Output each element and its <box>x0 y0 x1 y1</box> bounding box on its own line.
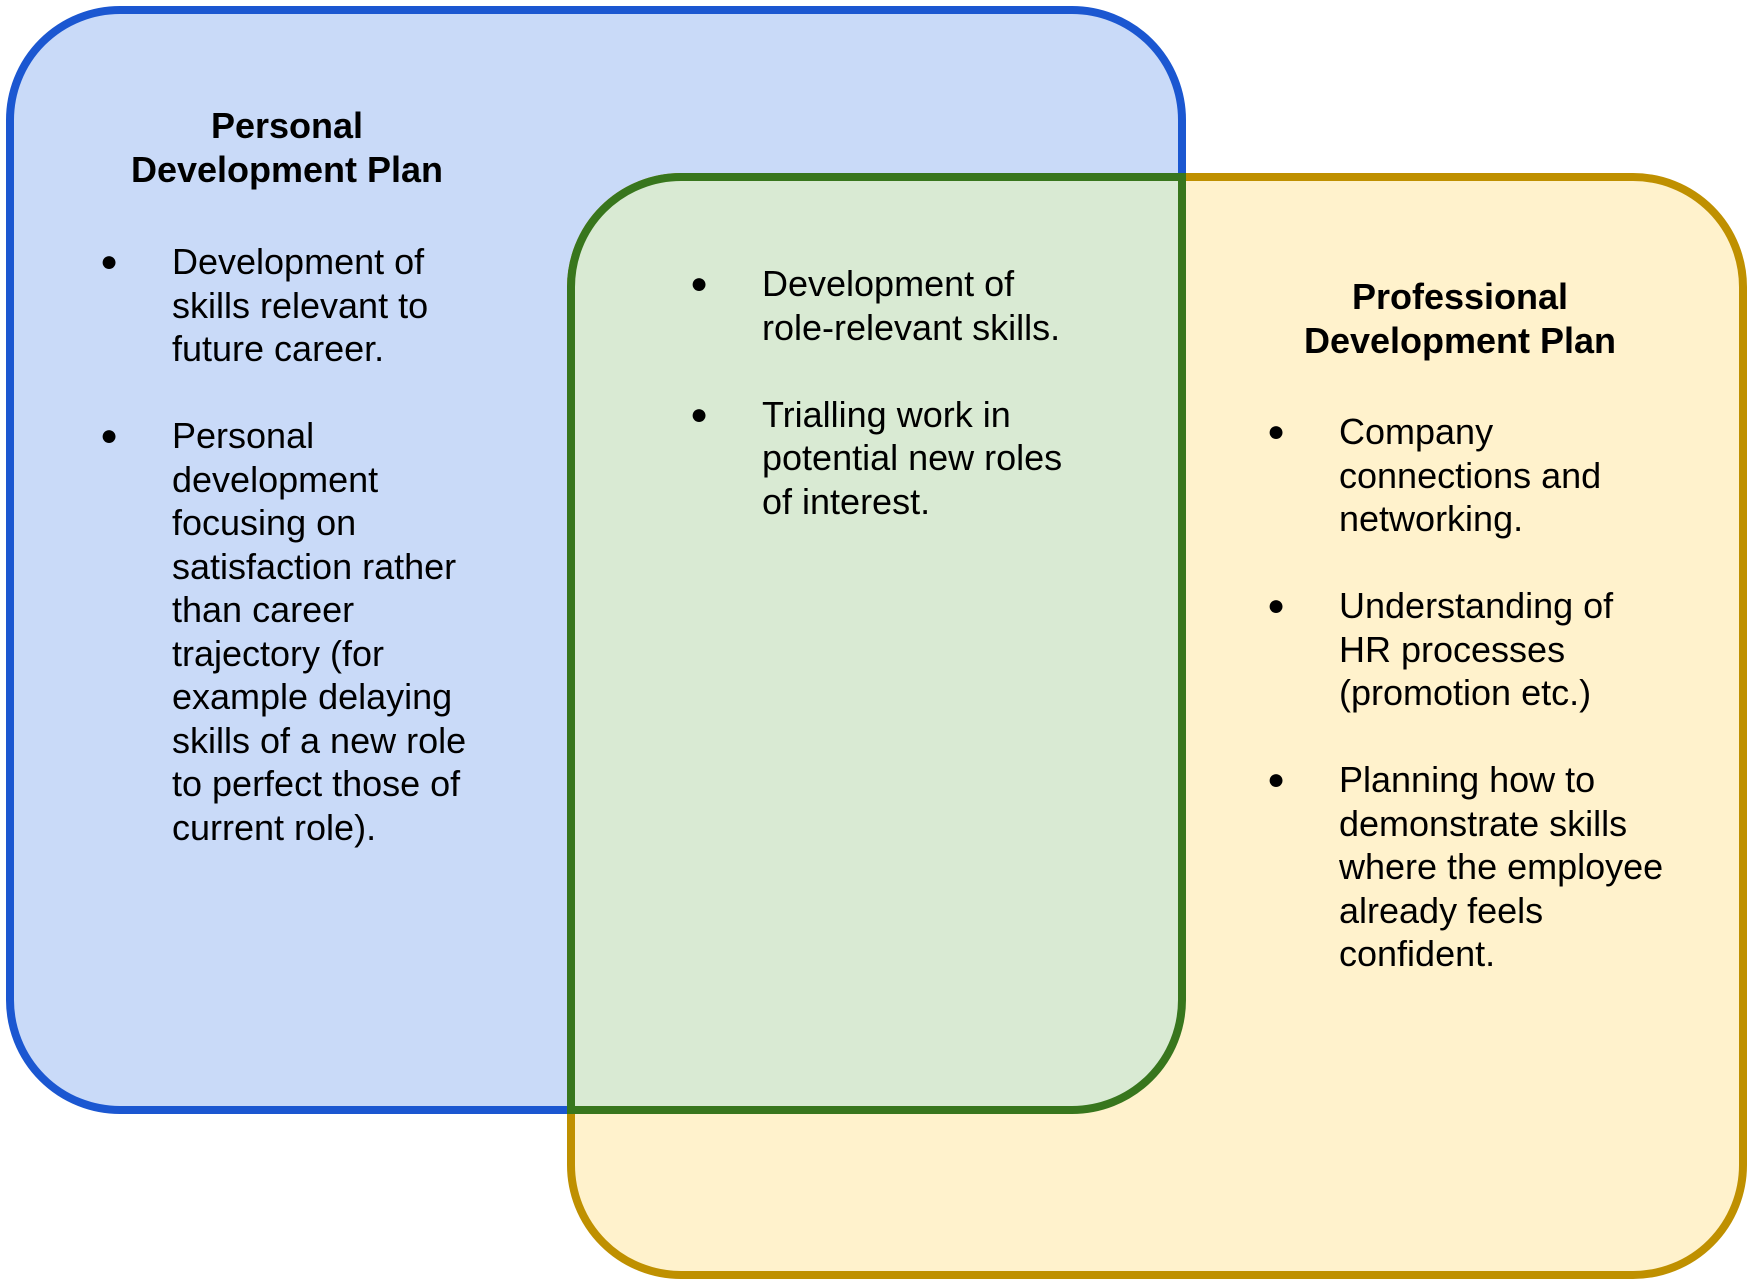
bullet-text: Personal development focusing on satisfa… <box>172 415 467 848</box>
list-item: ● Trialling work in potential new roles … <box>690 393 1170 524</box>
bullet-icon: ● <box>690 397 709 431</box>
professional-plan-bullets: ● Company connections and networking. ● … <box>1267 410 1747 976</box>
bullet-text: Planning how to demonstrate skills where… <box>1339 759 1664 974</box>
list-item: ● Understanding of HR processes (promoti… <box>1267 584 1747 715</box>
bullet-text: Development of role-relevant skills. <box>762 263 1061 348</box>
list-item: ● Development of skills relevant to futu… <box>100 240 570 371</box>
bullet-icon: ● <box>100 419 119 452</box>
list-item: ● Personal development focusing on satis… <box>100 414 570 849</box>
list-item: ● Planning how to demonstrate skills whe… <box>1267 758 1747 976</box>
bullet-icon: ● <box>100 245 119 278</box>
overlap-bullets: ● Development of role-relevant skills. ●… <box>690 262 1170 523</box>
bullet-icon: ● <box>690 267 709 300</box>
bullet-text: Trialling work in potential new roles of… <box>762 393 1063 522</box>
personal-plan-bullets: ● Development of skills relevant to futu… <box>100 240 570 849</box>
bullet-text: Understanding of HR processes (promotion… <box>1339 585 1614 713</box>
bullet-icon: ● <box>1267 589 1286 622</box>
bullet-text: Development of skills relevant to future… <box>172 241 429 369</box>
bullet-text: Company connections and networking. <box>1339 411 1602 539</box>
professional-plan-title: Professional Development Plan <box>1303 276 1617 361</box>
overlap-shape <box>567 173 1186 1114</box>
list-item: ● Company connections and networking. <box>1267 410 1747 541</box>
personal-plan-title: Personal Development Plan <box>130 105 444 190</box>
bullet-icon: ● <box>1267 763 1286 796</box>
list-item: ● Development of role-relevant skills. <box>690 262 1170 349</box>
bullet-icon: ● <box>1267 415 1286 448</box>
